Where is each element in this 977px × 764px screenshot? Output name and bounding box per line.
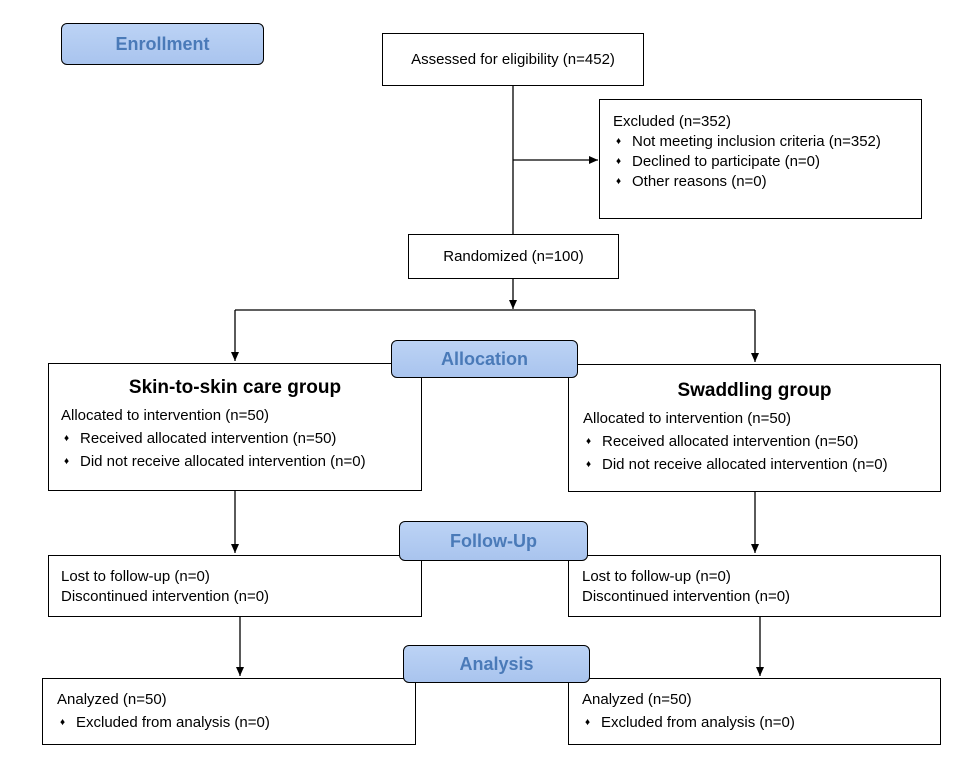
left-lost: Lost to follow-up (n=0) xyxy=(61,568,210,585)
right-discontinued: Discontinued intervention (n=0) xyxy=(582,588,791,605)
left-excluded-analysis: Excluded from analysis (n=0) xyxy=(57,713,415,733)
randomized-box: Randomized (n=100) xyxy=(408,234,619,279)
stage-enrollment: Enrollment xyxy=(61,23,264,65)
excluded-item: Other reasons (n=0) xyxy=(613,172,921,192)
stage-follow-up-label: Follow-Up xyxy=(450,530,537,551)
excluded-box: Excluded (n=352) Not meeting inclusion c… xyxy=(599,99,922,219)
right-group-box: Swaddling group Allocated to interventio… xyxy=(568,364,941,492)
excluded-title: Excluded (n=352) xyxy=(613,113,731,130)
right-received: Received allocated intervention (n=50) xyxy=(583,432,940,452)
stage-analysis: Analysis xyxy=(403,645,590,683)
stage-follow-up: Follow-Up xyxy=(399,521,588,561)
stage-analysis-label: Analysis xyxy=(459,653,534,674)
right-lost: Lost to follow-up (n=0) xyxy=(582,568,731,585)
stage-enrollment-label: Enrollment xyxy=(115,33,210,54)
assessed-text: Assessed for eligibility (n=452) xyxy=(411,50,615,68)
right-allocated: Allocated to intervention (n=50) xyxy=(583,410,792,427)
excluded-item: Not meeting inclusion criteria (n=352) xyxy=(613,132,921,152)
left-discontinued: Discontinued intervention (n=0) xyxy=(61,588,270,605)
left-received: Received allocated intervention (n=50) xyxy=(61,429,421,449)
left-analysis-box: Analyzed (n=50) Excluded from analysis (… xyxy=(42,678,416,745)
right-excluded-analysis: Excluded from analysis (n=0) xyxy=(582,713,940,733)
left-not-received: Did not receive allocated intervention (… xyxy=(61,452,421,472)
stage-allocation: Allocation xyxy=(391,340,578,378)
left-analyzed: Analyzed (n=50) xyxy=(57,691,167,708)
right-analysis-box: Analyzed (n=50) Excluded from analysis (… xyxy=(568,678,941,745)
right-analyzed: Analyzed (n=50) xyxy=(582,691,692,708)
stage-allocation-label: Allocation xyxy=(440,348,528,369)
right-group-title: Swaddling group xyxy=(677,380,832,401)
right-followup-box: Lost to follow-up (n=0) Discontinued int… xyxy=(568,555,941,617)
left-allocated: Allocated to intervention (n=50) xyxy=(61,407,270,424)
assessed-box: Assessed for eligibility (n=452) xyxy=(382,33,644,86)
randomized-text: Randomized (n=100) xyxy=(443,247,584,265)
left-followup-box: Lost to follow-up (n=0) Discontinued int… xyxy=(48,555,422,617)
left-group-title: Skin-to-skin care group xyxy=(128,377,342,398)
excluded-item: Declined to participate (n=0) xyxy=(613,152,921,172)
right-not-received: Did not receive allocated intervention (… xyxy=(583,455,940,475)
left-group-box: Skin-to-skin care group Allocated to int… xyxy=(48,363,422,491)
